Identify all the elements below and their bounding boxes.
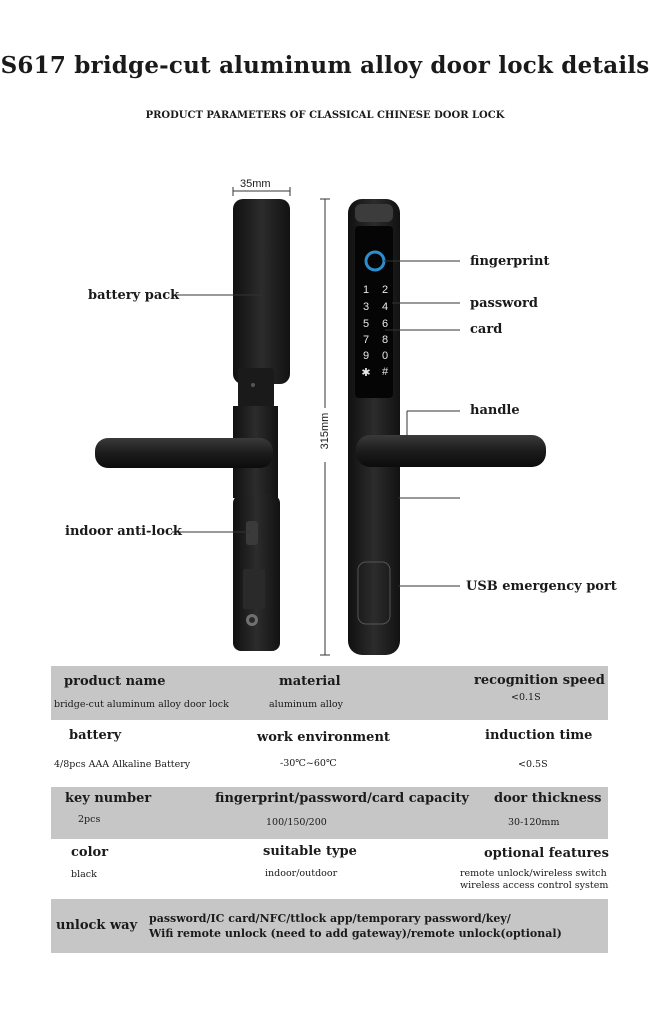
height-dimension: 315mm bbox=[319, 412, 331, 450]
optional-features-value-1: remote unlock/wireless switch bbox=[460, 868, 607, 879]
recognition-speed-value: <0.1S bbox=[511, 692, 541, 703]
lock-illustration bbox=[95, 187, 546, 656]
recognition-speed-label: recognition speed bbox=[474, 673, 605, 688]
usb-port-label: USB emergency port bbox=[466, 579, 617, 594]
unlock-way-label: unlock way bbox=[56, 918, 138, 933]
unlock-way-value-1: password/IC card/NFC/ttlock app/temporar… bbox=[149, 912, 511, 925]
keypad-key: 6 bbox=[381, 318, 389, 330]
keypad-key: 8 bbox=[381, 334, 389, 346]
work-environment-value: -30℃~60℃ bbox=[280, 758, 337, 769]
handle-label: handle bbox=[470, 403, 520, 418]
spec-row-4: color black suitable type indoor/outdoor… bbox=[51, 839, 609, 899]
product-name-label: product name bbox=[64, 674, 166, 689]
password-label: password bbox=[470, 296, 538, 311]
keypad-key: # bbox=[381, 366, 389, 378]
page-title: S617 bridge-cut aluminum alloy door lock… bbox=[0, 52, 650, 79]
battery-value: 4/8pcs AAA Alkaline Battery bbox=[54, 759, 191, 770]
outdoor-unit bbox=[348, 199, 546, 655]
material-value: aluminum alloy bbox=[269, 699, 343, 710]
fingerprint-label: fingerprint bbox=[470, 254, 550, 269]
spec-row-2: battery 4/8pcs AAA Alkaline Battery work… bbox=[51, 720, 608, 787]
suitable-type-value: indoor/outdoor bbox=[265, 868, 338, 879]
battery-label: battery bbox=[69, 728, 122, 743]
keypad-key: 0 bbox=[381, 350, 389, 362]
door-thickness-label: door thickness bbox=[494, 791, 602, 806]
induction-time-value: <0.5S bbox=[518, 759, 548, 770]
keypad-key: 9 bbox=[362, 350, 370, 362]
keypad-key: 2 bbox=[381, 284, 389, 296]
spec-row-3: key number 2pcs fingerprint/password/car… bbox=[51, 787, 608, 839]
capacity-value: 100/150/200 bbox=[266, 817, 327, 828]
optional-features-value-2: wireless access control system bbox=[460, 880, 609, 891]
color-value: black bbox=[71, 869, 97, 880]
keypad-key: ✱ bbox=[361, 367, 371, 379]
door-thickness-value: 30-120mm bbox=[508, 817, 560, 828]
spec-row-5: unlock way password/IC card/NFC/ttlock a… bbox=[51, 899, 608, 953]
key-number-label: key number bbox=[65, 791, 152, 806]
key-number-value: 2pcs bbox=[78, 814, 101, 825]
unlock-way-value-2: Wifi remote unlock (need to add gateway)… bbox=[149, 927, 562, 940]
work-environment-label: work environment bbox=[257, 730, 390, 745]
spec-row-1: product name bridge-cut aluminum alloy d… bbox=[51, 666, 608, 720]
material-label: material bbox=[279, 674, 341, 689]
capacity-label: fingerprint/password/card capacity bbox=[215, 791, 469, 806]
width-dimension: 35mm bbox=[240, 178, 271, 190]
keypad-key: 3 bbox=[362, 301, 370, 313]
keypad-key: 1 bbox=[362, 284, 370, 296]
keypad-key: 7 bbox=[362, 334, 370, 346]
keypad-key: 4 bbox=[381, 301, 389, 313]
indoor-anti-lock-label: indoor anti-lock bbox=[65, 524, 182, 539]
indoor-unit bbox=[95, 199, 290, 651]
page-subtitle: PRODUCT PARAMETERS OF CLASSICAL CHINESE … bbox=[145, 110, 505, 121]
color-label: color bbox=[71, 845, 109, 860]
battery-pack-label: battery pack bbox=[88, 288, 180, 303]
card-label: card bbox=[470, 322, 503, 337]
induction-time-label: induction time bbox=[485, 728, 593, 743]
product-name-value: bridge-cut aluminum alloy door lock bbox=[54, 699, 229, 710]
optional-features-label: optional features bbox=[484, 846, 609, 861]
keypad-key: 5 bbox=[362, 318, 370, 330]
suitable-type-label: suitable type bbox=[263, 844, 357, 859]
